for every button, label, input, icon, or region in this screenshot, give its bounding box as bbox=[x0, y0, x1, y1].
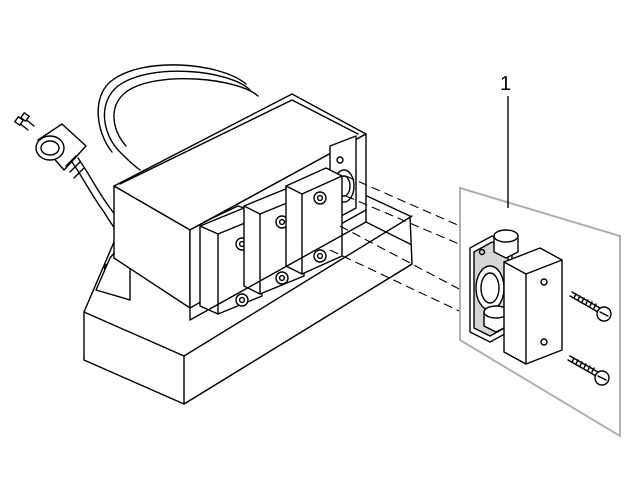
cover-block bbox=[503, 247, 563, 365]
power-plug bbox=[14, 112, 125, 233]
callout-1: 1 bbox=[500, 73, 511, 208]
connector-module-3 bbox=[285, 167, 343, 275]
connector-plug bbox=[483, 229, 519, 333]
mounting-kit-detail bbox=[459, 186, 621, 438]
callout-label: 1 bbox=[500, 73, 511, 95]
screw-lower bbox=[567, 355, 610, 386]
screw-upper bbox=[569, 291, 612, 322]
coiled-power-cable bbox=[97, 64, 259, 171]
